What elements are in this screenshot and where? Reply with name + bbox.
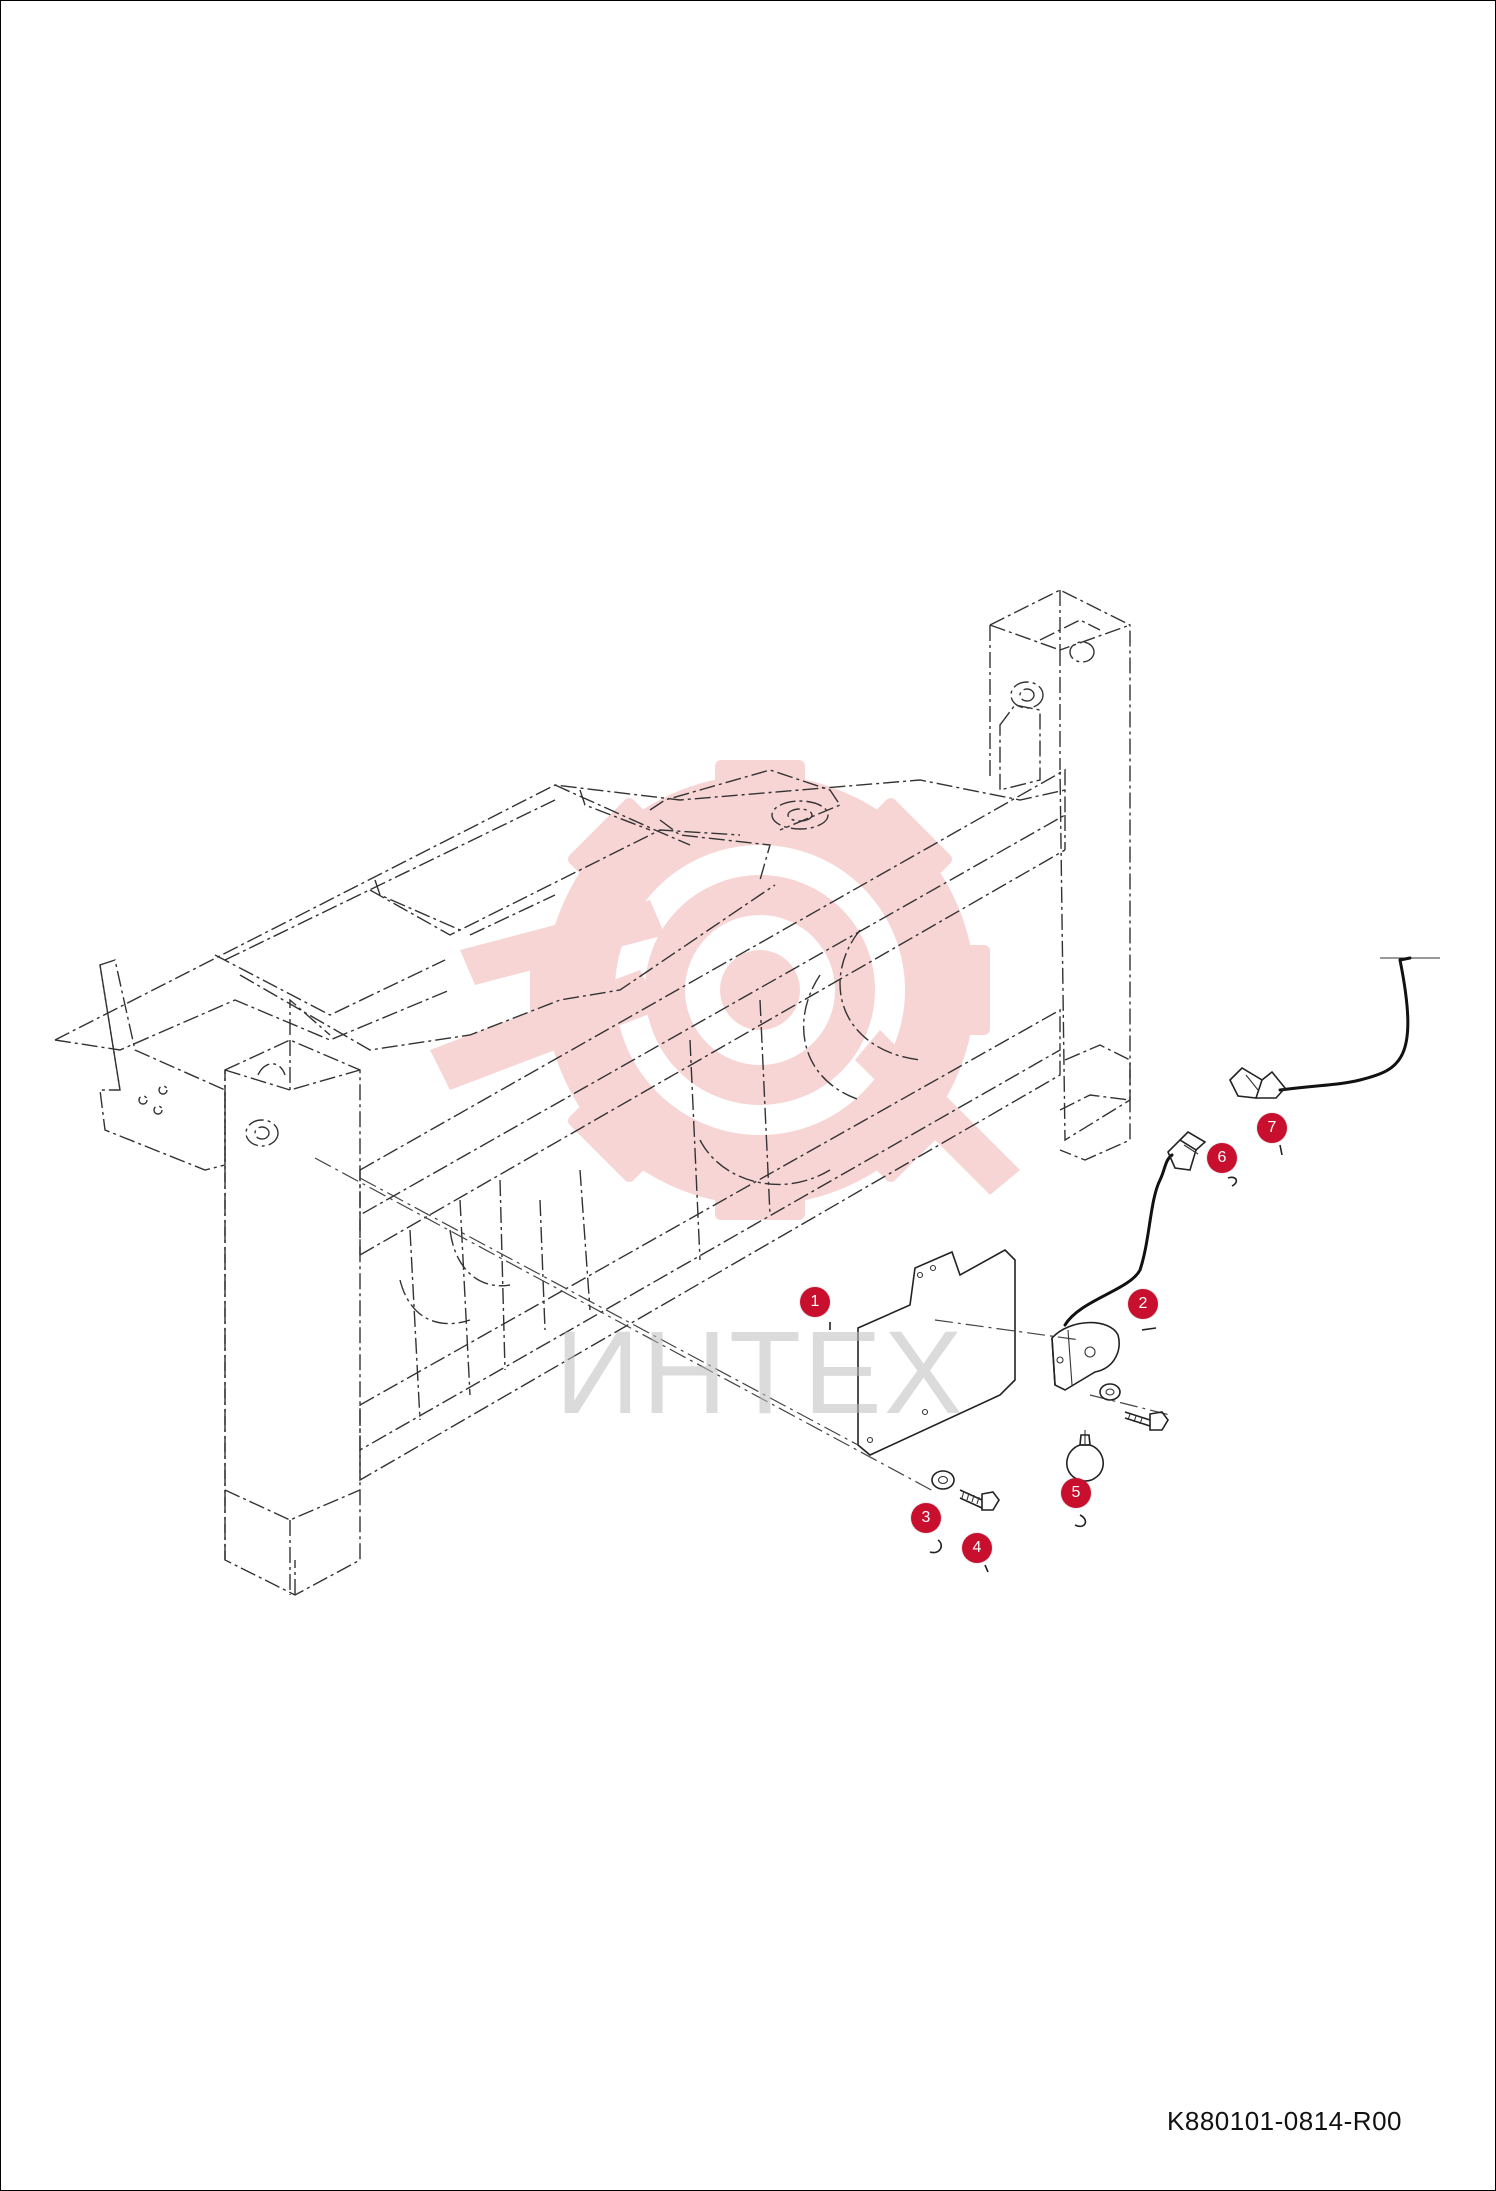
gear-wrench-logo-icon	[430, 760, 1020, 1220]
callout-1[interactable]: 1	[800, 1287, 830, 1317]
connector-part[interactable]	[1167, 1130, 1207, 1171]
watermark-text: ИНТЕХ	[555, 1307, 965, 1439]
plate-bracket-part[interactable]	[857, 1249, 1016, 1456]
washer-part[interactable]	[931, 1470, 955, 1490]
callout-3[interactable]: 3	[911, 1503, 941, 1533]
connector-part-7[interactable]	[1229, 1066, 1287, 1099]
wiring-harness	[1063, 956, 1440, 1327]
callout-2[interactable]: 2	[1128, 1289, 1158, 1319]
callout-7[interactable]: 7	[1257, 1113, 1287, 1143]
washer-lamp-icon	[1099, 1383, 1121, 1401]
frame-assembly	[54, 589, 1131, 1596]
lamp-housing-part[interactable]	[1051, 1321, 1120, 1391]
callout-ticks	[829, 1144, 1283, 1573]
bulb-part[interactable]	[1066, 1434, 1104, 1482]
bolt-lamp-icon	[1124, 1411, 1169, 1431]
alignment-leaders	[314, 1157, 1171, 1493]
callout-4[interactable]: 4	[962, 1533, 992, 1563]
callout-5[interactable]: 5	[1061, 1478, 1091, 1508]
bolt-part[interactable]	[959, 1489, 1000, 1511]
drawing-code: K880101-0814-R00	[1167, 2106, 1402, 2136]
callout-6[interactable]: 6	[1207, 1143, 1237, 1173]
